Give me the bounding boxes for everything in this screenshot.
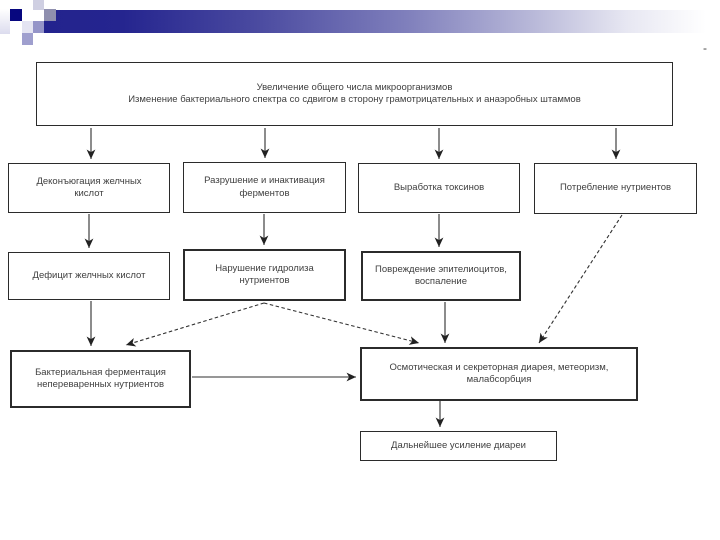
deco-square-gray	[44, 9, 56, 21]
node-nutrient-consumption: Потребление нутриентов	[534, 163, 697, 214]
node-hydrolysis-disruption: Нарушение гидролиза нутриентов	[183, 249, 346, 301]
deco-square-lower	[22, 33, 33, 45]
node-microbial-increase: Увеличение общего числа микроорганизмов …	[36, 62, 673, 126]
edge-nutrient_consumption-to-osmotic_diarrhea	[538, 214, 623, 344]
deco-square-medium	[33, 21, 44, 33]
header-gradient-bar	[44, 10, 706, 33]
edge-hydrolysis_disruption-to-bacterial_fermentation	[125, 302, 265, 347]
deco-strip	[0, 9, 10, 34]
edge-hydrolysis_disruption-to-osmotic_diarrhea	[263, 302, 420, 345]
node-further-diarrhea-increase: Дальнейшее усиление диареи	[360, 431, 557, 461]
node-bile-acid-deficit: Дефицит желчных кислот	[8, 252, 170, 300]
node-epithelial-damage: Повреждение эпителиоцитов, воспаление	[361, 251, 521, 301]
node-enzyme-inactivation: Разрушение и инактивация ферментов	[183, 162, 346, 213]
node-bacterial-fermentation: Бактериальная ферментация непереваренных…	[10, 350, 191, 408]
node-bile-acid-deconjugation: Деконъюгация желчных кислот	[8, 163, 170, 213]
deco-square-top	[33, 0, 44, 10]
node-osmotic-secretory-diarrhea: Осмотическая и секреторная диарея, метео…	[360, 347, 638, 401]
header-dash: -	[703, 41, 707, 55]
deco-square-pale	[22, 21, 33, 33]
node-toxin-production: Выработка токсинов	[358, 163, 520, 213]
deco-square-navy	[10, 9, 22, 21]
header-decoration	[0, 0, 720, 48]
